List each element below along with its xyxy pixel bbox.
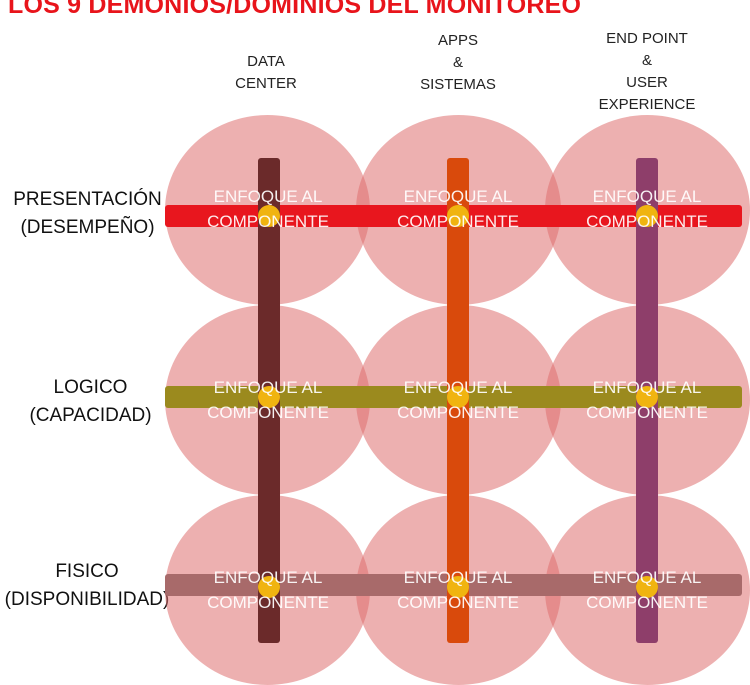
- row-header-line: (DISPONIBILIDAD): [4, 589, 170, 610]
- intersection-dot: [258, 576, 280, 598]
- cell-label-line: ENFOQUE AL: [213, 568, 323, 587]
- row-header-line: FISICO: [55, 561, 119, 582]
- intersection-dot: [258, 386, 280, 408]
- cell-label-line: COMPONENTE: [397, 403, 519, 422]
- intersection-dot: [447, 205, 469, 227]
- intersection-dot: [636, 205, 658, 227]
- cell-label-line: ENFOQUE AL: [403, 378, 513, 397]
- column-header-line: USER: [626, 74, 668, 91]
- cell-label-line: ENFOQUE AL: [403, 568, 513, 587]
- cell-label: ENFOQUE AL COMPONENTE: [557, 375, 737, 425]
- cell-label-line: COMPONENTE: [586, 212, 708, 231]
- intersection-dot: [447, 386, 469, 408]
- intersection-dot: [258, 205, 280, 227]
- cell-label: ENFOQUE AL COMPONENTE: [368, 184, 548, 234]
- diagram-title: LOS 9 DEMONIOS/DOMINIOS DEL MONITOREO: [8, 0, 582, 19]
- cell-label-line: ENFOQUE AL: [592, 378, 702, 397]
- intersection-dot: [636, 386, 658, 408]
- row-header-fisico: FISICO (DISPONIBILIDAD): [0, 558, 174, 614]
- column-header-line: EXPERIENCE: [598, 96, 696, 113]
- cell-label-line: COMPONENTE: [586, 593, 708, 612]
- column-header-line: END POINT: [606, 30, 688, 47]
- cell-label: ENFOQUE AL COMPONENTE: [178, 184, 358, 234]
- column-header-line: &: [641, 52, 652, 69]
- cell-label-line: ENFOQUE AL: [403, 187, 513, 206]
- column-header-apps-sistemas: APPS & SISTEMAS: [408, 30, 508, 96]
- cell-label-line: COMPONENTE: [397, 593, 519, 612]
- column-header-line: &: [452, 54, 463, 71]
- cell-label: ENFOQUE AL COMPONENTE: [368, 375, 548, 425]
- cell-label-line: COMPONENTE: [397, 212, 519, 231]
- cell-label: ENFOQUE AL COMPONENTE: [178, 565, 358, 615]
- column-header-end-point: END POINT & USER EXPERIENCE: [582, 28, 712, 116]
- cell-label: ENFOQUE AL COMPONENTE: [178, 375, 358, 425]
- row-header-line: (DESEMPEÑO): [20, 217, 155, 238]
- column-header-line: CENTER: [235, 75, 297, 92]
- intersection-dot: [447, 576, 469, 598]
- cell-label: ENFOQUE AL COMPONENTE: [557, 565, 737, 615]
- cell-label-line: ENFOQUE AL: [592, 187, 702, 206]
- row-header-presentacion: PRESENTACIÓN (DESEMPEÑO): [0, 186, 175, 242]
- row-header-line: LOGICO: [53, 377, 128, 398]
- column-header-line: APPS: [437, 32, 479, 49]
- cell-label-line: COMPONENTE: [207, 212, 329, 231]
- column-header-line: SISTEMAS: [420, 76, 496, 93]
- intersection-dot: [636, 576, 658, 598]
- cell-label-line: COMPONENTE: [207, 403, 329, 422]
- row-header-logico: LOGICO (CAPACIDAD): [3, 374, 178, 430]
- cell-label-line: ENFOQUE AL: [213, 187, 323, 206]
- column-header-line: DATA: [247, 53, 285, 70]
- cell-label: ENFOQUE AL COMPONENTE: [557, 184, 737, 234]
- cell-label: ENFOQUE AL COMPONENTE: [368, 565, 548, 615]
- cell-label-line: ENFOQUE AL: [213, 378, 323, 397]
- cell-label-line: COMPONENTE: [207, 593, 329, 612]
- row-header-line: (CAPACIDAD): [29, 405, 152, 426]
- cell-label-line: COMPONENTE: [586, 403, 708, 422]
- column-header-data-center: DATA CENTER: [216, 51, 316, 95]
- row-header-line: PRESENTACIÓN: [13, 189, 162, 210]
- cell-label-line: ENFOQUE AL: [592, 568, 702, 587]
